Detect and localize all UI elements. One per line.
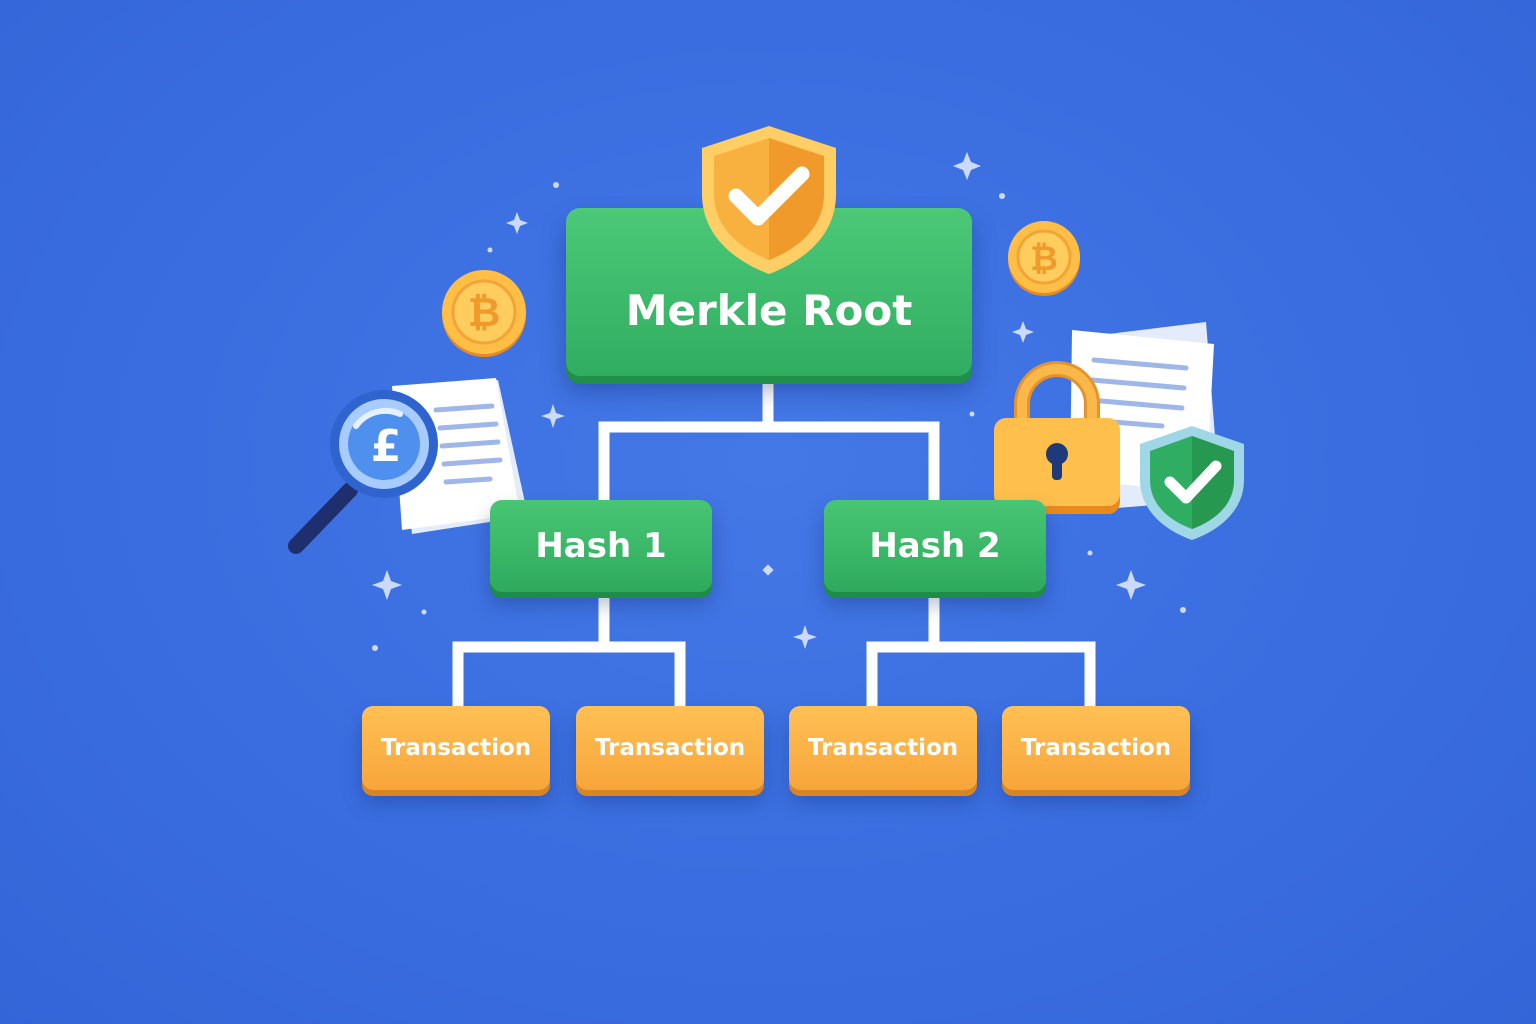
hash-1-node: Hash 1 (490, 500, 712, 592)
sparkle-icon (372, 570, 402, 600)
transaction-node-4: Transaction (1002, 706, 1190, 790)
hash-1-label: Hash 1 (535, 526, 667, 566)
connector-hash2-to-transactions (866, 586, 1096, 712)
transaction-node-2: Transaction (576, 706, 764, 790)
connector-root-to-hashes (598, 370, 940, 506)
hash-2-node: Hash 2 (824, 500, 1046, 592)
transaction-label: Transaction (1020, 735, 1172, 761)
sparkle-icon (1012, 321, 1034, 343)
merkle-root-label: Merkle Root (625, 285, 913, 335)
connector-hash1-to-transactions (452, 586, 686, 712)
sparkle-icon (1116, 570, 1146, 600)
shield-check-icon (1140, 426, 1244, 540)
sparkle-icon (541, 404, 565, 428)
transaction-label: Transaction (594, 735, 746, 761)
sparkle-icon (953, 152, 981, 180)
transaction-label: Transaction (380, 735, 532, 761)
coin-symbol: ₿ (1030, 239, 1058, 279)
bitcoin-coin-icon: ₿ (1008, 221, 1080, 296)
transaction-node-1: Transaction (362, 706, 550, 790)
magnifier-symbol: £ (371, 421, 402, 472)
transaction-node-3: Transaction (789, 706, 977, 790)
magnifier-icon: £ (288, 390, 438, 554)
shield-check-icon (702, 126, 836, 274)
sparkle-icon (793, 625, 817, 649)
bitcoin-coin-icon: ₿ (442, 270, 526, 357)
sparkle-icon (506, 212, 528, 234)
coin-symbol: ₿ (468, 290, 501, 336)
hash-2-label: Hash 2 (869, 526, 1001, 566)
padlock-icon (994, 361, 1120, 514)
transaction-label: Transaction (807, 735, 959, 761)
